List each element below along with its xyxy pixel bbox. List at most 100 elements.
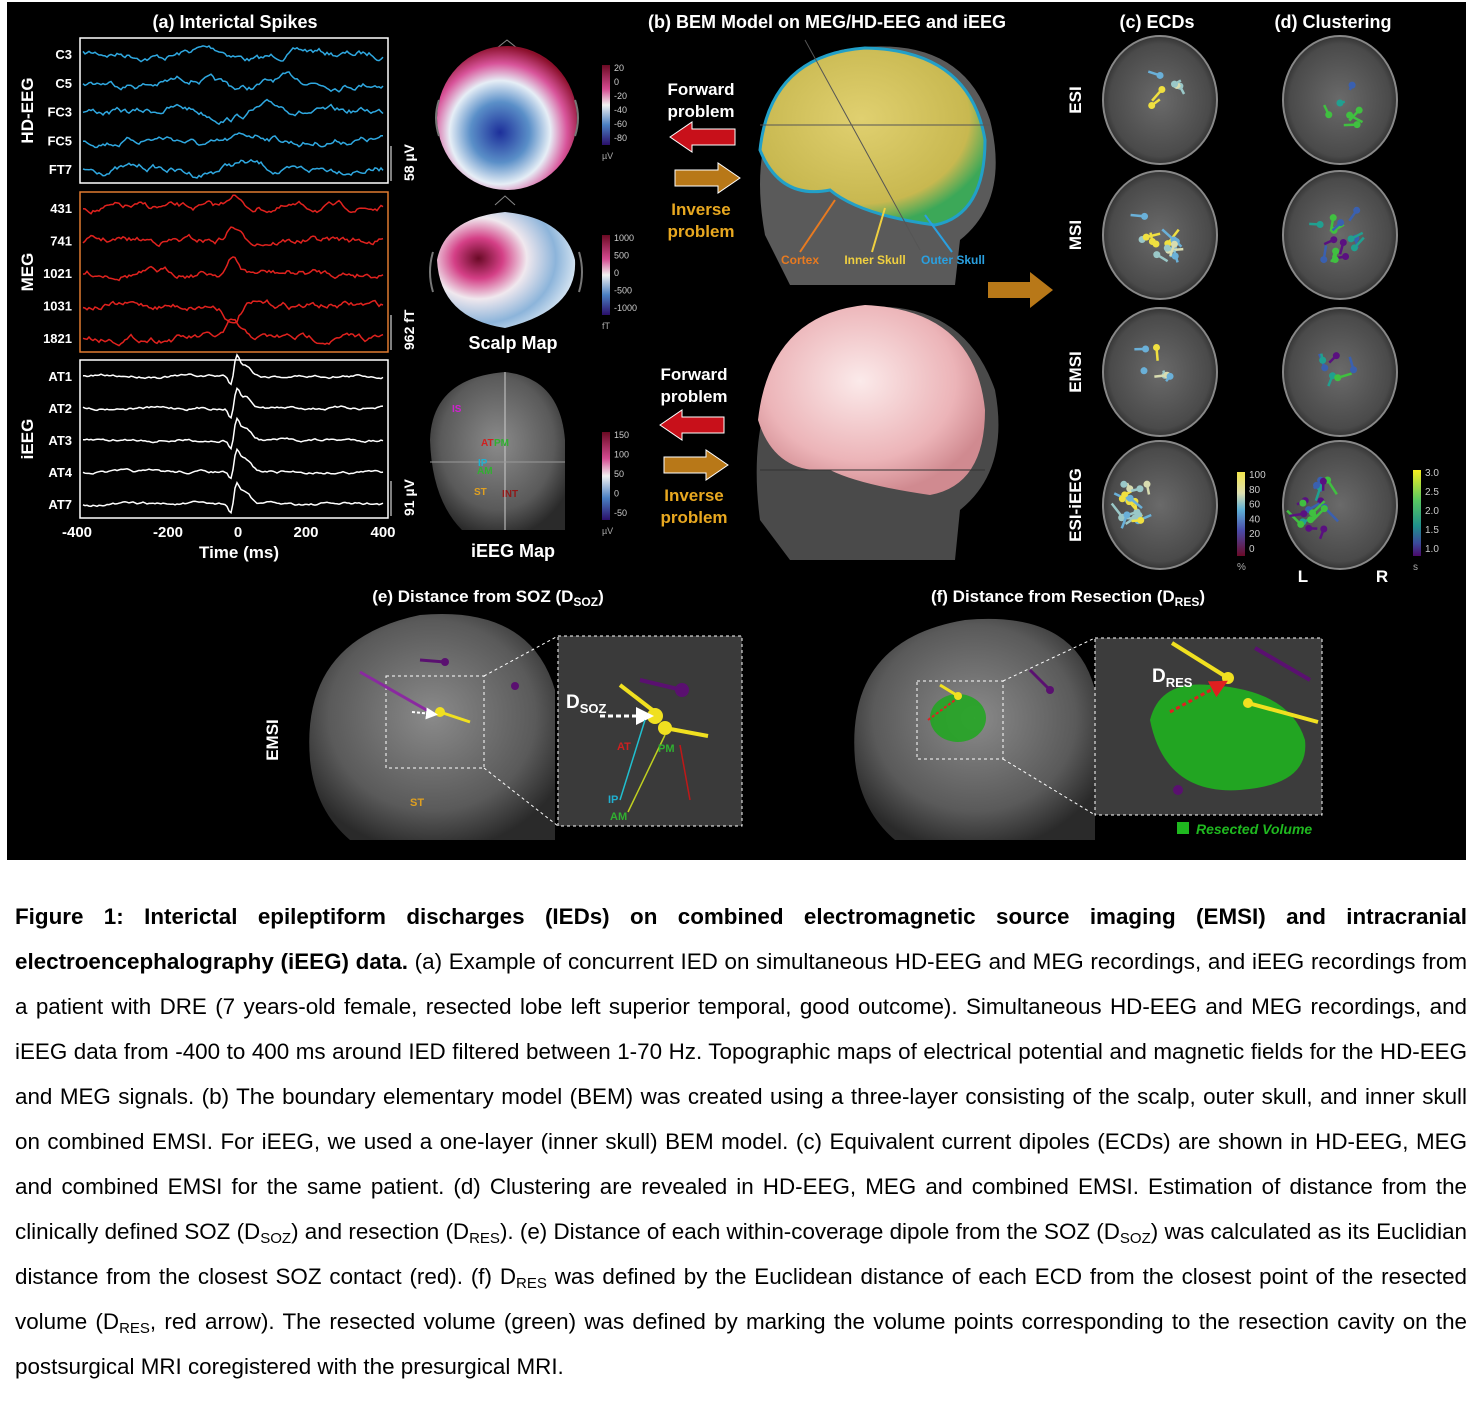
colorbar-tick: 150 [614, 430, 629, 440]
forward-label: Forward [667, 80, 734, 99]
caption-text: , red arrow). The resected volume (green… [15, 1309, 1467, 1380]
dipole [1142, 345, 1150, 353]
soz-inset: DSOZ [557, 635, 743, 827]
dipole [1342, 253, 1350, 261]
colorbar-tick: 0 [1249, 544, 1255, 555]
colorbar [602, 235, 610, 315]
colorbar-tick: -80 [614, 133, 627, 143]
colorbar-tick: -500 [614, 286, 632, 296]
colorbar-tick: 100 [614, 450, 629, 460]
row-label-emsi: EMSI [263, 719, 282, 761]
soz-contact-label: AT [617, 741, 631, 753]
forward-arrow-icon [669, 121, 736, 153]
colorbar [1413, 470, 1421, 556]
group-label: HD-EEG [18, 77, 37, 143]
panel-f-title: (f) Distance from Resection (DRES) [931, 587, 1205, 609]
dipole [1126, 494, 1134, 502]
trace-line [82, 256, 384, 282]
dipole [1325, 111, 1333, 119]
colorbar-tick: 0 [614, 489, 619, 499]
inverse-arrow-icon [663, 449, 729, 481]
channel-label: FC3 [47, 105, 72, 120]
dipole [1350, 366, 1358, 374]
trace-line [82, 299, 384, 324]
dipole [1331, 256, 1339, 264]
colorbar-unit: % [1237, 562, 1246, 573]
dipole [1350, 244, 1358, 252]
trace-line [82, 132, 383, 149]
dipole [1166, 372, 1174, 380]
colorbar-unit: fT [602, 321, 611, 331]
forward-label: problem [667, 102, 734, 121]
dipole [1158, 85, 1166, 93]
forward-arrow-icon [659, 409, 725, 441]
colorbar-unit: µV [602, 151, 613, 161]
panel-a-title: (a) Interictal Spikes [152, 12, 317, 32]
dipole [1329, 214, 1337, 222]
dipole [1152, 240, 1160, 248]
dipole [1141, 212, 1149, 220]
right-label: R [1376, 567, 1388, 586]
forward-inverse-bottom: Forward problem Inverse problem [659, 365, 729, 527]
dipole [1336, 99, 1344, 107]
channel-label: AT1 [48, 369, 72, 384]
colorbar-tick: 20 [1249, 529, 1261, 540]
colorbar-tick: 1.0 [1425, 544, 1439, 555]
ieeg-contact-label: ST [474, 487, 487, 498]
dipole [1339, 239, 1347, 247]
dipole [1316, 220, 1324, 228]
forward-inverse-top: Forward problem Inverse problem [667, 80, 741, 241]
dipole [1320, 256, 1328, 264]
x-tick: 200 [293, 524, 318, 541]
caption-text: was defined by the Euclidean distance of… [15, 1264, 1467, 1335]
dipole [1143, 480, 1151, 488]
dipole [1156, 71, 1164, 79]
dipole [1305, 524, 1313, 532]
dipole [1137, 516, 1145, 524]
caption-subscript: RES [119, 1320, 150, 1338]
resected-volume-legend-swatch [1177, 822, 1189, 834]
outer-skull-label: Outer Skull [921, 253, 985, 267]
ecd-axial-mri [1102, 307, 1218, 437]
trace-box [79, 191, 389, 353]
channel-label: 1821 [43, 331, 72, 346]
bem-model-1-layer [756, 305, 999, 560]
soz-contact-label: ST [410, 797, 424, 809]
soz-contact-label: AM [610, 811, 627, 823]
inverse-arrow-icon [674, 162, 741, 194]
trace-line [83, 416, 384, 451]
colorbar-tick: 1000 [614, 233, 634, 243]
channel-label: AT3 [48, 433, 72, 448]
scale-bar-label: 58 µV [401, 143, 417, 181]
colorbar-unit: s [1413, 562, 1418, 573]
caption-text: ) and resection (D [291, 1219, 470, 1245]
ieeg-contact-label: INT [502, 489, 518, 500]
trace-line [82, 353, 384, 386]
panel-e-title: (e) Distance from SOZ (DSOZ) [372, 587, 604, 609]
dipole [1297, 520, 1305, 528]
trace-line [82, 226, 384, 248]
dipole [1319, 356, 1327, 364]
resection-sagittal-mri [854, 618, 1096, 840]
row-label: ESI [1066, 86, 1085, 113]
forward-label: problem [660, 387, 727, 406]
dipole [1299, 499, 1307, 507]
trace-line [82, 71, 384, 93]
colorbar-tick: 100 [1249, 470, 1266, 481]
colorbar-tick: 0 [614, 268, 619, 278]
dipole [1320, 505, 1328, 513]
dipole [1337, 219, 1345, 227]
colorbar-tick: 20 [614, 63, 624, 73]
colorbar-tick: -20 [614, 91, 627, 101]
dipole [1163, 244, 1171, 252]
dipole [1353, 206, 1361, 214]
x-tick: 0 [234, 524, 242, 541]
scale-bar-label: 91 µV [401, 478, 417, 516]
eeg-scalp-map [435, 39, 579, 190]
bem-model-3-layer: Cortex Inner Skull Outer Skull [758, 39, 996, 286]
group-label: MEG [18, 253, 37, 292]
dipole [1319, 477, 1327, 485]
dipole [1313, 481, 1321, 489]
resected-volume-legend-label: Resected Volume [1196, 821, 1312, 837]
